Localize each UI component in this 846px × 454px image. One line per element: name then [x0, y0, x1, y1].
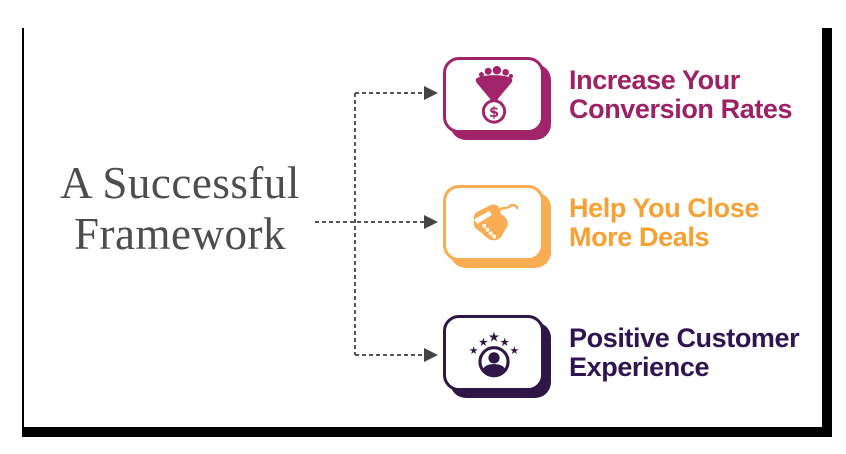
experience-card: ★ ★ ★ ★ ★ — [443, 315, 544, 391]
funnel-dollar-icon: $ — [475, 66, 513, 124]
customer-stars-icon: ★ ★ ★ ★ ★ — [468, 329, 519, 378]
item-label-line: More Deals — [569, 222, 710, 252]
item-close-deals: Help You Close More Deals — [443, 185, 759, 261]
item-label-line: Increase Your — [569, 64, 740, 95]
title-line-1: A Successful — [60, 158, 300, 208]
deals-card — [443, 185, 544, 261]
item-label-line: Conversion Rates — [569, 94, 793, 124]
item-label: Positive Customer Experience — [569, 322, 800, 382]
item-customer-experience: ★ ★ ★ ★ ★ Positive Customer Experience — [443, 315, 800, 391]
item-label-line: Help You Close — [569, 192, 759, 223]
item-label-line: Experience — [569, 352, 710, 382]
handshake-icon — [473, 203, 519, 241]
item-label: Help You Close More Deals — [569, 192, 759, 252]
item-conversion-rates: $ Increase Your Conversion Rates — [443, 57, 793, 133]
title-line-2: Framework — [74, 209, 286, 260]
star-glyph: ★ — [487, 329, 499, 345]
star-glyph: ★ — [468, 344, 478, 357]
star-glyph: ★ — [478, 335, 488, 349]
conversion-card: $ — [443, 57, 544, 133]
star-glyph: ★ — [499, 335, 509, 349]
item-label-line: Positive Customer — [569, 322, 800, 353]
panel-frame — [22, 28, 832, 437]
item-label: Increase Your Conversion Rates — [569, 64, 793, 124]
page-title: A Successful Framework — [28, 158, 332, 261]
star-glyph: ★ — [509, 344, 519, 357]
dollar-symbol: $ — [488, 105, 498, 121]
